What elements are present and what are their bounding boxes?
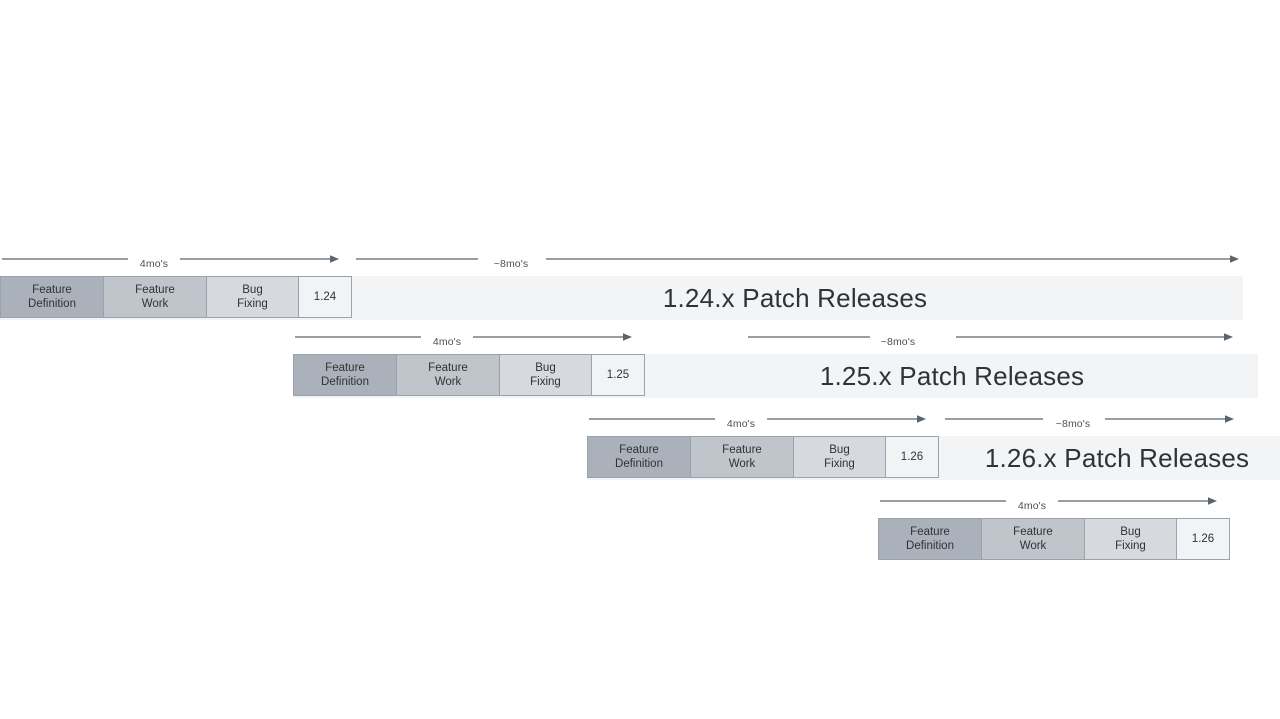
phase-label-line2: Work [434, 376, 462, 388]
ruler-dev-1-25: 4mo's [293, 330, 633, 350]
phase-version-box[interactable]: 1.26 [1176, 518, 1230, 560]
phase-track-next: Feature Definition Feature Work Bug Fixi… [878, 518, 1230, 560]
phase-label-line1: Feature [428, 361, 468, 374]
phase-feature-work[interactable]: Feature Work [690, 436, 793, 478]
ruler-label-patch: ~8mo's [493, 258, 529, 270]
phase-feature-definition[interactable]: Feature Definition [293, 354, 396, 396]
phase-track-1-24: Feature Definition Feature Work Bug Fixi… [0, 276, 352, 318]
phase-version-box[interactable]: 1.24 [298, 276, 352, 318]
phase-feature-work[interactable]: Feature Work [103, 276, 206, 318]
ruler-label-dev: 4mo's [1017, 500, 1047, 512]
version-label: 1.25 [606, 368, 630, 381]
ruler-label-patch: ~8mo's [880, 336, 916, 348]
phase-label-line1: Bug [829, 443, 850, 456]
phase-label-line2: Fixing [1115, 540, 1146, 552]
phase-bug-fixing[interactable]: Bug Fixing [206, 276, 298, 318]
phase-feature-definition[interactable]: Feature Definition [0, 276, 103, 318]
phase-label-line1: Feature [722, 443, 762, 456]
version-label: 1.26 [1191, 532, 1215, 545]
phase-label-line1: Feature [1013, 525, 1053, 538]
phase-track-1-25: Feature Definition Feature Work Bug Fixi… [293, 354, 645, 396]
ruler-dev-1-24: 4mo's [0, 252, 340, 272]
phase-label-line2: Work [728, 458, 756, 470]
phase-label-line2: Fixing [824, 458, 855, 470]
ruler-patch-1-26: ~8mo's [945, 412, 1235, 432]
phase-label-line2: Fixing [530, 376, 561, 388]
phase-bug-fixing[interactable]: Bug Fixing [499, 354, 591, 396]
phase-version-box[interactable]: 1.26 [885, 436, 939, 478]
phase-label-line2: Work [141, 298, 169, 310]
ruler-label-dev: 4mo's [726, 418, 756, 430]
phase-bug-fixing[interactable]: Bug Fixing [793, 436, 885, 478]
phase-feature-definition[interactable]: Feature Definition [587, 436, 690, 478]
phase-bug-fixing[interactable]: Bug Fixing [1084, 518, 1176, 560]
ruler-label-dev: 4mo's [432, 336, 462, 348]
phase-label-line2: Fixing [237, 298, 268, 310]
phase-feature-work[interactable]: Feature Work [396, 354, 499, 396]
ruler-dev-next: 4mo's [878, 494, 1218, 514]
patch-band-label: 1.25.x Patch Releases [819, 360, 1085, 391]
version-label: 1.26 [900, 450, 924, 463]
phase-label-line2: Definition [321, 376, 369, 388]
phase-label-line1: Bug [535, 361, 556, 374]
ruler-patch-1-24: ~8mo's [356, 252, 1240, 272]
phase-label-line2: Definition [28, 298, 76, 310]
phase-label-line1: Feature [135, 283, 175, 296]
phase-label-line1: Feature [619, 443, 659, 456]
phase-label-line1: Bug [242, 283, 263, 296]
phase-label-line2: Definition [615, 458, 663, 470]
phase-track-1-26: Feature Definition Feature Work Bug Fixi… [587, 436, 939, 478]
phase-label-line2: Definition [906, 540, 954, 552]
patch-band-label: 1.26.x Patch Releases [984, 442, 1250, 473]
ruler-dev-1-26: 4mo's [587, 412, 927, 432]
phase-feature-definition[interactable]: Feature Definition [878, 518, 981, 560]
ruler-label-dev: 4mo's [139, 258, 169, 270]
ruler-label-patch: ~8mo's [1055, 418, 1091, 430]
patch-band-label: 1.24.x Patch Releases [662, 282, 928, 313]
version-label: 1.24 [313, 290, 337, 303]
phase-label-line1: Feature [910, 525, 950, 538]
ruler-patch-1-25: ~8mo's [748, 330, 1234, 350]
phase-label-line1: Bug [1120, 525, 1141, 538]
phase-feature-work[interactable]: Feature Work [981, 518, 1084, 560]
phase-version-box[interactable]: 1.25 [591, 354, 645, 396]
phase-label-line1: Feature [325, 361, 365, 374]
phase-label-line2: Work [1019, 540, 1047, 552]
phase-label-line1: Feature [32, 283, 72, 296]
